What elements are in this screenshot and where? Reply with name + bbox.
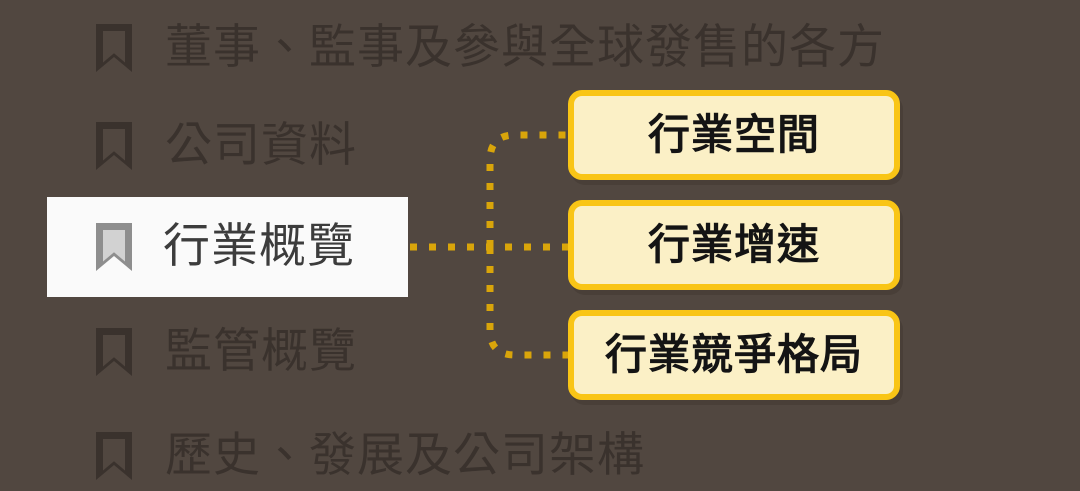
sidebar-item-history-structure[interactable]: 歷史、發展及公司架構 <box>0 406 645 491</box>
sidebar-item-label: 行業概覽 <box>163 219 355 275</box>
bookmark-icon <box>93 21 135 75</box>
bookmark-icon <box>93 119 135 173</box>
sidebar-item-label: 歷史、發展及公司架構 <box>165 428 645 484</box>
node-industry-space[interactable]: 行業空間 <box>568 90 900 180</box>
node-industry-growth[interactable]: 行業增速 <box>568 200 900 290</box>
sidebar-item-directors[interactable]: 董事、監事及參與全球發售的各方 <box>0 0 885 98</box>
sidebar-item-company-info[interactable]: 公司資料 <box>0 96 357 196</box>
toc-list: 董事、監事及參與全球發售的各方 公司資料 行業概覽 <box>0 23 884 481</box>
sidebar-item-industry-overview[interactable]: 行業概覽 <box>0 197 355 297</box>
sidebar-item-label: 監管概覽 <box>165 324 357 380</box>
node-label: 行業增速 <box>647 220 820 269</box>
node-label: 行業競爭格局 <box>604 330 863 379</box>
node-label: 行業空間 <box>647 110 820 159</box>
sidebar-item-label: 公司資料 <box>165 118 357 174</box>
bookmark-icon <box>93 325 135 379</box>
bookmark-icon <box>93 220 135 274</box>
node-industry-competition[interactable]: 行業競爭格局 <box>568 310 900 400</box>
sidebar-item-regulatory-overview[interactable]: 監管概覽 <box>0 302 357 402</box>
bookmark-icon <box>93 429 135 483</box>
sidebar-item-label: 董事、監事及參與全球發售的各方 <box>165 20 885 76</box>
